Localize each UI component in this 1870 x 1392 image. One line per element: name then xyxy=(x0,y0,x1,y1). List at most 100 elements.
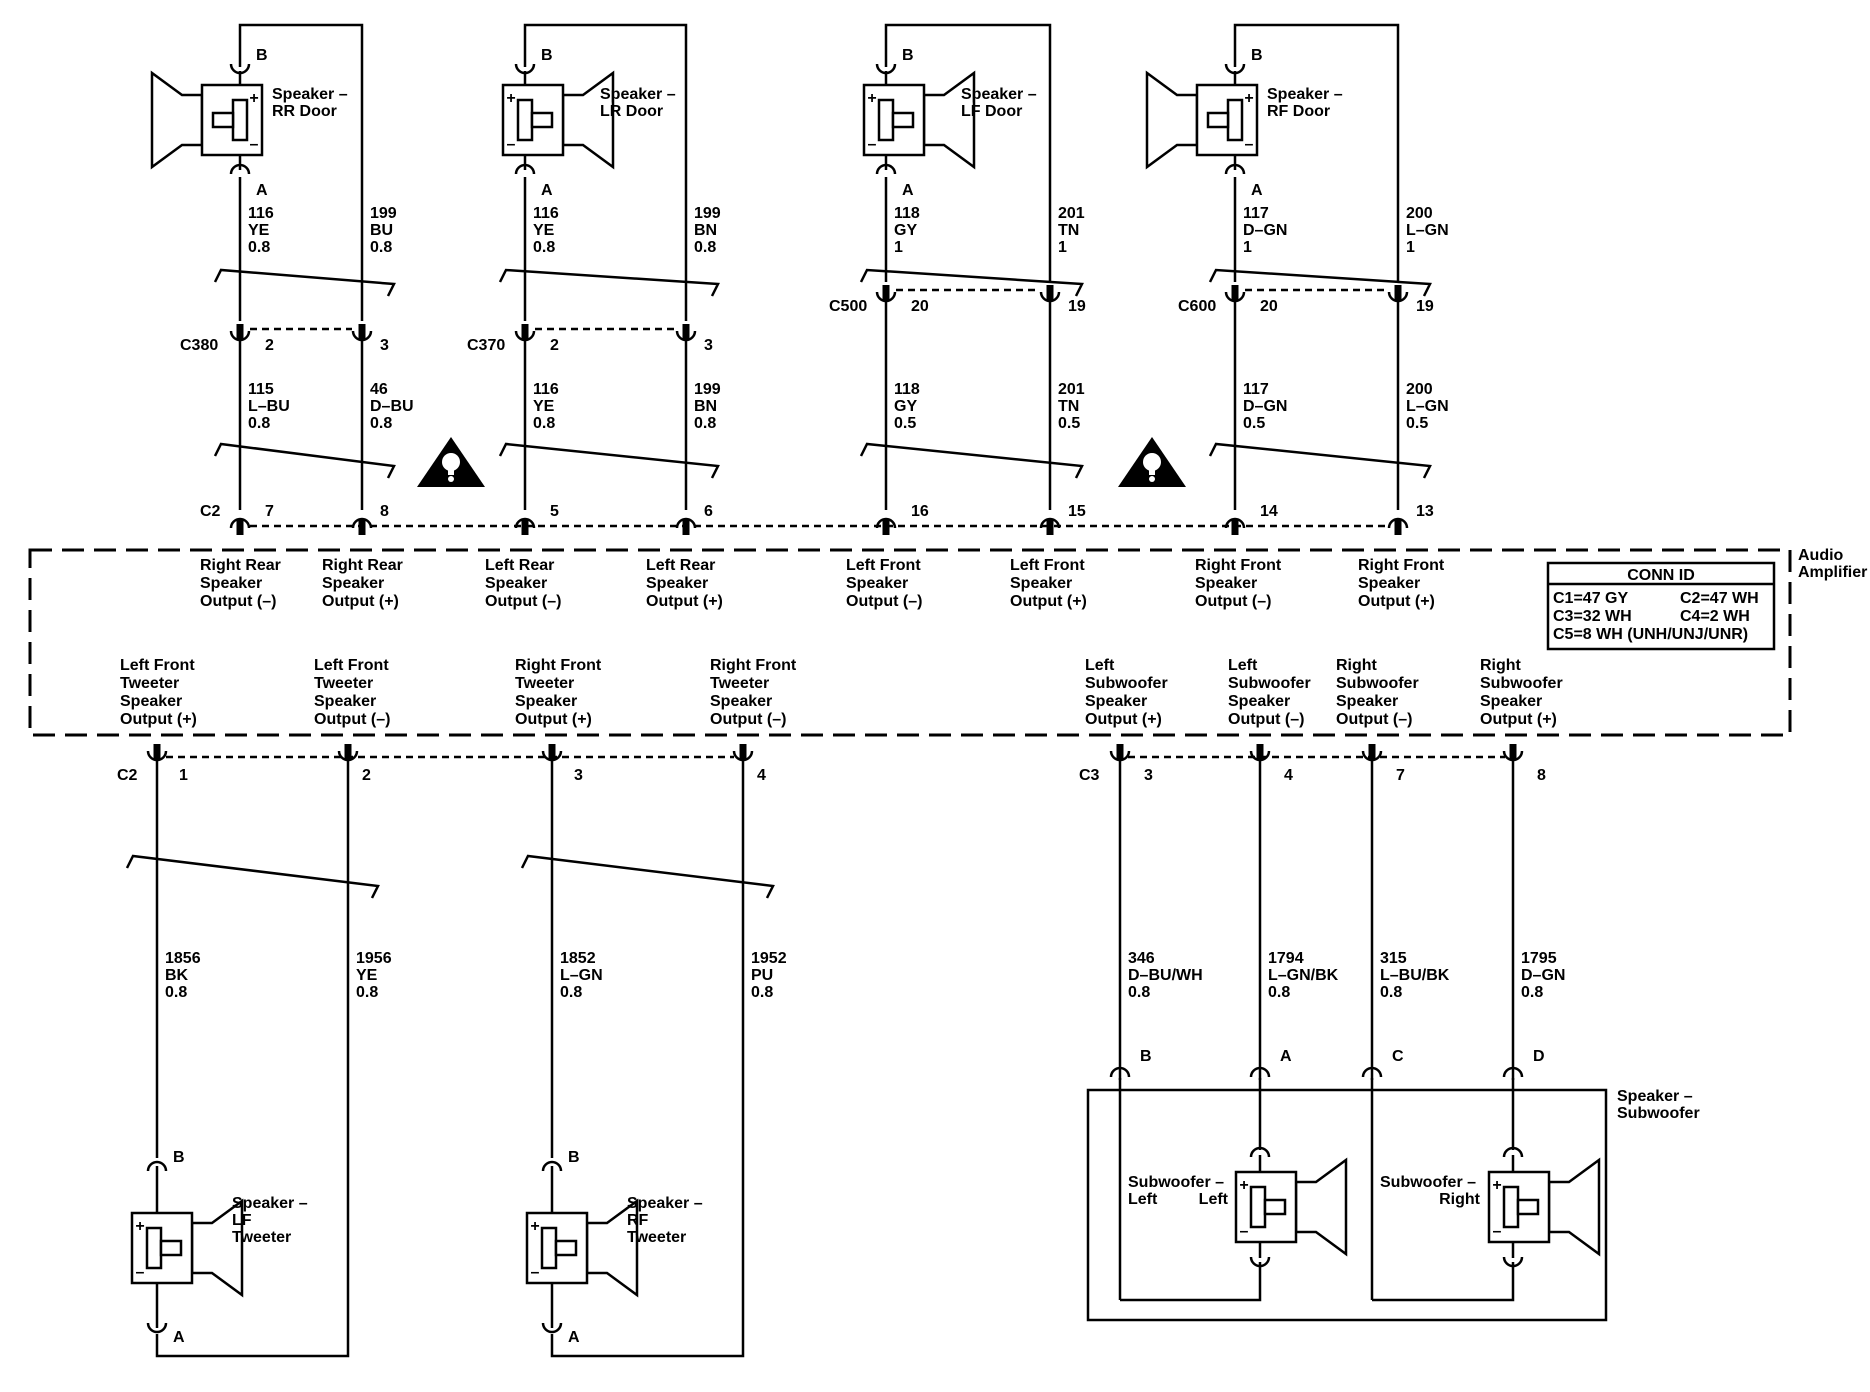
speaker-plus-sign: + xyxy=(1239,1177,1248,1194)
wire-spec-label: 117 xyxy=(1243,205,1269,222)
wire-spec-label: 118 xyxy=(894,381,920,398)
conn-id-table xyxy=(1546,561,1776,651)
amp-output-label: Tweeter xyxy=(710,675,769,692)
connector-pin-icon xyxy=(1231,285,1239,301)
wire-spec-label: 1795 xyxy=(1521,950,1557,967)
wire-spec-label: BN xyxy=(694,222,717,239)
speaker-coil-icon xyxy=(877,98,895,142)
wire-spec-label: 0.8 xyxy=(694,239,716,256)
wire xyxy=(884,23,1052,282)
speaker-name-label: Speaker – xyxy=(961,86,1037,103)
pin-number-label: 2 xyxy=(550,337,559,354)
connector-id-label: C600 xyxy=(1178,298,1216,315)
amp-output-label: Speaker xyxy=(1085,693,1147,710)
wire-spec-label: 116 xyxy=(248,205,274,222)
wire-spec-label: 199 xyxy=(694,205,721,222)
wire-break-icon xyxy=(1208,442,1432,479)
connector-pin-icon xyxy=(682,324,690,340)
wire-spec-label: GY xyxy=(894,222,917,239)
pin-number-label: 3 xyxy=(380,337,389,354)
amp-output-label: Right Front xyxy=(1195,557,1282,574)
wire xyxy=(155,760,350,1358)
wire-spec-label: 1794 xyxy=(1268,950,1304,967)
pin-number-label: 3 xyxy=(574,767,583,784)
pin-number-label: 1 xyxy=(179,767,188,784)
amp-output-label: Right xyxy=(1480,657,1522,674)
pin-number-label: 8 xyxy=(1537,767,1546,784)
amp-output-label: Subwoofer xyxy=(1336,675,1419,692)
pin-number-label: 20 xyxy=(1260,298,1278,315)
connector-id-label: C500 xyxy=(829,298,867,315)
speaker-terminal-b-label: B xyxy=(1251,47,1263,64)
speaker-name-label: RF xyxy=(627,1212,649,1229)
speaker-plus-sign: + xyxy=(135,1218,144,1235)
speaker-minus-sign: – xyxy=(1240,1223,1249,1240)
speaker-terminal-b-label: B xyxy=(173,1149,185,1166)
pin-number-label: 14 xyxy=(1260,503,1278,520)
amp-output-label: Left Front xyxy=(120,657,195,674)
wire-spec-label: TN xyxy=(1058,398,1079,415)
wire-spec-label: 0.8 xyxy=(370,239,392,256)
wire-spec-label: 116 xyxy=(533,381,559,398)
wire-spec-label: 0.8 xyxy=(1521,984,1543,1001)
speaker-terminal-b-label: B xyxy=(568,1149,580,1166)
conn-id-entry: C1=47 GY xyxy=(1553,590,1628,607)
speaker-cone-icon xyxy=(1516,1198,1540,1216)
wire-spec-label: 0.8 xyxy=(356,984,378,1001)
wire-spec-label: YE xyxy=(533,222,555,239)
wire-spec-label: 1 xyxy=(894,239,903,256)
conn-id-entry: C5=8 WH (UNH/UNJ/UNR) xyxy=(1553,626,1748,643)
amp-output-label: Output (–) xyxy=(1336,711,1412,728)
amp-output-label: Speaker xyxy=(1480,693,1542,710)
pin-number-label: 3 xyxy=(1144,767,1153,784)
wire-spec-label: 0.8 xyxy=(560,984,582,1001)
pin-number-label: 19 xyxy=(1068,298,1086,315)
wire-spec-label: 46 xyxy=(370,381,388,398)
warning-triangle-icon xyxy=(442,453,460,471)
amp-output-label: Output (+) xyxy=(120,711,197,728)
wire-spec-label: 346 xyxy=(1128,950,1155,967)
connector-pin-icon xyxy=(521,519,529,535)
amp-output-label: Tweeter xyxy=(120,675,179,692)
speaker-name-label: Speaker – xyxy=(1267,86,1343,103)
terminal-icon xyxy=(1502,1146,1524,1158)
subwoofer-box-label: Subwoofer xyxy=(1617,1105,1700,1122)
conn-id-title: CONN ID xyxy=(1627,567,1695,584)
amp-output-label: Speaker xyxy=(200,575,262,592)
wire-spec-label: L–BU xyxy=(248,398,290,415)
speaker-name-label: RR Door xyxy=(272,103,337,120)
wire-spec-label: YE xyxy=(533,398,555,415)
wire-spec-label: GY xyxy=(894,398,917,415)
warning-triangle-icon xyxy=(1143,453,1161,471)
warning-triangle-icon xyxy=(448,463,454,475)
amp-output-label: Speaker xyxy=(485,575,547,592)
amp-output-label: Left xyxy=(1228,657,1258,674)
subwoofer-left-label: Left xyxy=(1128,1191,1158,1208)
speaker-terminal-a-label: A xyxy=(902,182,914,199)
wire-spec-label: 0.5 xyxy=(1406,415,1428,432)
speaker-minus-sign: – xyxy=(531,1264,540,1281)
wire-spec-label: YE xyxy=(248,222,270,239)
speaker-cone-icon xyxy=(159,1239,183,1257)
wire-spec-label: 115 xyxy=(248,381,274,398)
pin-number-label: 15 xyxy=(1068,503,1086,520)
speaker-cone-icon xyxy=(1263,1198,1287,1216)
amp-output-label: Left Front xyxy=(1010,557,1085,574)
wire-spec-label: 0.8 xyxy=(751,984,773,1001)
audio-amplifier-frame xyxy=(28,548,1792,737)
wire-spec-label: 117 xyxy=(1243,381,1269,398)
amp-output-label: Left xyxy=(1085,657,1115,674)
subwoofer-right-label: Subwoofer – xyxy=(1380,1174,1476,1191)
warning-triangle-icon xyxy=(1149,476,1155,482)
amp-output-label: Speaker xyxy=(1195,575,1257,592)
speaker-name-label: Tweeter xyxy=(232,1229,291,1246)
amp-output-label: Speaker xyxy=(646,575,708,592)
speaker-terminal-a-label: A xyxy=(568,1329,580,1346)
pin-number-label: 4 xyxy=(1284,767,1293,784)
speaker-horn-icon xyxy=(1145,70,1199,170)
terminal-icon xyxy=(1361,1066,1383,1078)
amp-output-label: Speaker xyxy=(1228,693,1290,710)
connector-pin-icon xyxy=(1368,744,1376,760)
wire-break-icon xyxy=(498,442,720,479)
wire-spec-label: D–BU xyxy=(370,398,414,415)
